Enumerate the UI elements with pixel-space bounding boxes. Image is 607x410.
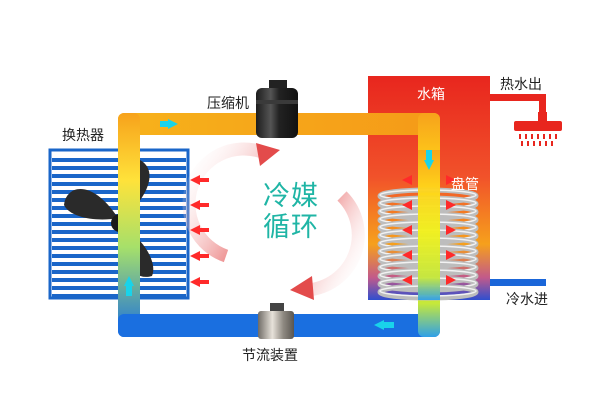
heat-arrow	[446, 175, 456, 185]
refrigerant-cycle-line2: 循环	[263, 212, 319, 244]
valve-icon	[258, 303, 294, 339]
cold-water-inlet-pipe	[490, 279, 546, 286]
expansion-valve-label: 节流装置	[242, 348, 298, 364]
heat-arrow-tail	[200, 254, 209, 258]
hot-water-out-label: 热水出	[500, 77, 542, 93]
heat-arrow	[190, 225, 200, 235]
heat-arrow	[402, 250, 412, 260]
heat-exchanger-label: 换热器	[62, 128, 104, 144]
compressor-label: 压缩机	[207, 96, 249, 112]
water-tank-label: 水箱	[417, 87, 445, 103]
hot-water-outlet-pipe	[490, 94, 546, 114]
heat-arrow	[190, 277, 200, 287]
heat-arrow	[190, 200, 200, 210]
heat-arrow	[446, 225, 456, 235]
heat-arrow-tail	[200, 178, 209, 182]
cycle-arrows-icon	[182, 142, 365, 300]
heat-arrow	[446, 250, 456, 260]
heat-arrow	[402, 275, 412, 285]
heat-arrow-tail	[200, 228, 209, 232]
heat-arrow	[402, 175, 412, 185]
refrigerant-cycle-text: 冷媒 循环	[255, 181, 327, 243]
flow-arrows	[124, 119, 434, 330]
heat-arrow-tail	[200, 280, 209, 284]
heat-arrows-coil	[402, 175, 456, 285]
heat-arrow-tail	[200, 203, 209, 207]
coil-label: 盘管	[451, 177, 479, 193]
cold-water-in-label: 冷水进	[506, 292, 548, 308]
heat-arrow	[190, 251, 200, 261]
refrigerant-cycle-line1: 冷媒	[263, 181, 319, 212]
heat-arrow	[190, 175, 200, 185]
coil-feed-pipe	[418, 150, 440, 300]
shower-icon	[514, 112, 562, 146]
heat-arrow	[446, 275, 456, 285]
heat-arrow	[402, 200, 412, 210]
heat-arrow	[402, 225, 412, 235]
compressor-icon	[256, 80, 298, 138]
heat-arrows-left	[190, 175, 209, 287]
heat-arrow	[446, 200, 456, 210]
